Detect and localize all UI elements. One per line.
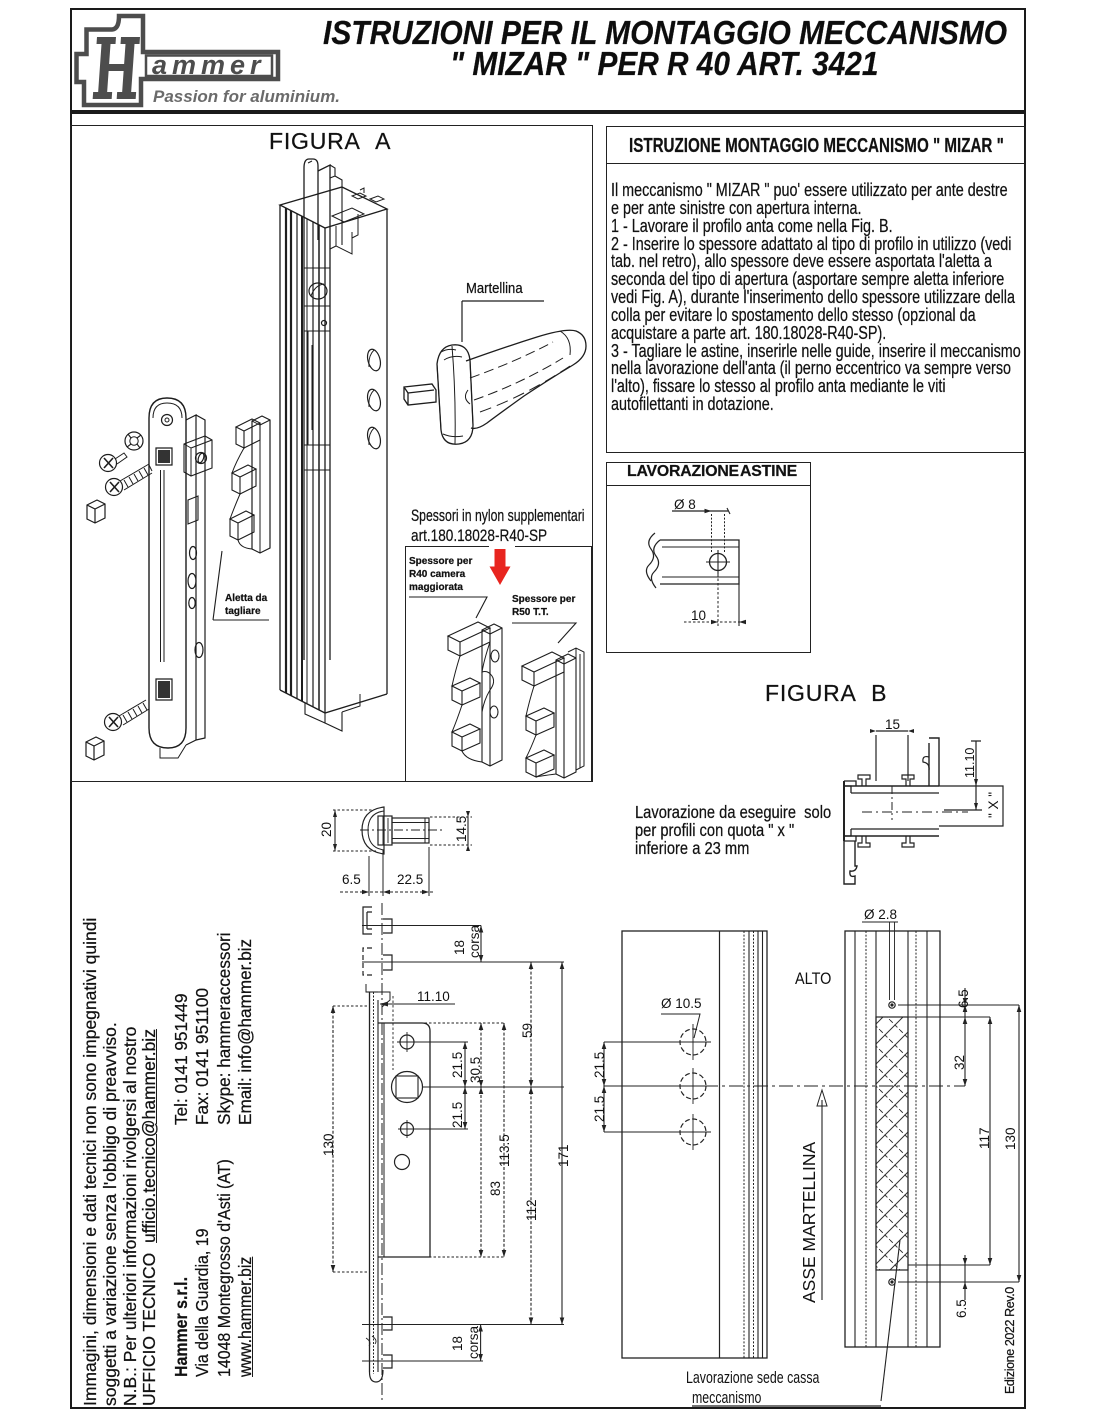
svg-text:15: 15 — [885, 717, 900, 732]
svg-text:ASSE MARTELLINA: ASSE MARTELLINA — [799, 1142, 819, 1303]
svg-text:Passion for aluminium.: Passion for aluminium. — [153, 87, 340, 106]
svg-text:Ø 10.5: Ø 10.5 — [661, 996, 702, 1011]
svg-text:130: 130 — [321, 1133, 336, 1156]
svg-text:corsa: corsa — [467, 924, 482, 958]
svg-text:83: 83 — [488, 1181, 503, 1196]
svg-text:18: 18 — [452, 940, 467, 955]
svg-text:30.5: 30.5 — [468, 1057, 483, 1083]
svg-text:meccanismo: meccanismo — [692, 1389, 761, 1407]
svg-text:59: 59 — [520, 1023, 535, 1038]
svg-text:ALTO: ALTO — [795, 970, 831, 988]
svg-text:6.5: 6.5 — [954, 1299, 969, 1318]
svg-text:21.5: 21.5 — [450, 1052, 465, 1078]
svg-text:117: 117 — [977, 1127, 992, 1149]
svg-text:11.10: 11.10 — [963, 748, 977, 778]
svg-text:171: 171 — [556, 1144, 571, 1167]
svg-text:6.5: 6.5 — [342, 872, 361, 887]
svg-text:6.5: 6.5 — [956, 989, 971, 1008]
svg-text:21.5: 21.5 — [592, 1096, 607, 1122]
svg-text:20: 20 — [319, 822, 334, 837]
svg-text:21.5: 21.5 — [450, 1102, 465, 1128]
svg-text:10: 10 — [691, 608, 706, 623]
svg-text:32: 32 — [952, 1055, 967, 1070]
svg-text:ammer: ammer — [152, 50, 266, 80]
svg-text:corsa: corsa — [466, 1325, 481, 1359]
svg-text:22.5: 22.5 — [397, 872, 423, 887]
svg-text:11.10: 11.10 — [417, 989, 450, 1004]
svg-text:Ø 8: Ø 8 — [674, 497, 696, 512]
svg-text:Lavorazione sede cassa: Lavorazione sede cassa — [686, 1369, 820, 1387]
svg-text:Ø 2.8: Ø 2.8 — [864, 907, 897, 922]
svg-text:14.5: 14.5 — [454, 816, 469, 842]
svg-text:18: 18 — [450, 1336, 465, 1351]
svg-text:21.5: 21.5 — [592, 1052, 607, 1078]
svg-text:130: 130 — [1003, 1127, 1018, 1150]
svg-text:" X ": " X " — [986, 792, 1001, 818]
svg-text:112: 112 — [524, 1199, 539, 1221]
svg-text:113.5: 113.5 — [497, 1134, 512, 1167]
